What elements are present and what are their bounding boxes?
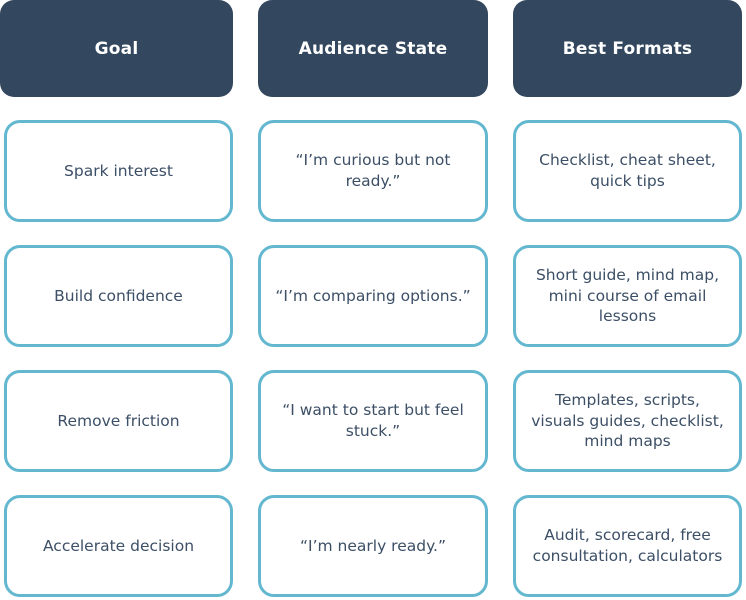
column-header-audience-state: Audience State	[258, 0, 488, 97]
column-header-goal-label: Goal	[94, 38, 139, 59]
cell-best-formats: Short guide, mind map, mini course of em…	[513, 245, 742, 347]
column-header-goal: Goal	[0, 0, 233, 97]
cell-best-formats: Audit, scorecard, free consultation, cal…	[513, 495, 742, 597]
cell-goal-text: Spark interest	[64, 161, 173, 180]
cell-best-formats: Checklist, cheat sheet, quick tips	[513, 120, 742, 222]
cell-goal-text: Remove friction	[57, 411, 180, 430]
cell-audience-state-text: “I’m curious but not ready.”	[295, 151, 451, 190]
cell-audience-state-text: “I’m nearly ready.”	[299, 536, 447, 555]
cell-best-formats-text: Templates, scripts, visuals guides, chec…	[531, 390, 724, 451]
cell-audience-state: “I’m nearly ready.”	[258, 495, 488, 597]
cell-goal: Build confidence	[4, 245, 233, 347]
cell-goal-text: Accelerate decision	[42, 536, 195, 555]
table-row: Accelerate decision “I’m nearly ready.” …	[0, 495, 746, 597]
cell-goal-text: Build confidence	[54, 286, 183, 305]
column-header-best-formats: Best Formats	[513, 0, 742, 97]
table-row: Remove friction “I want to start but fee…	[0, 370, 746, 472]
cell-audience-state-text: “I want to start but feel stuck.”	[282, 401, 464, 440]
cell-goal: Spark interest	[4, 120, 233, 222]
cell-best-formats-text: Audit, scorecard, free consultation, cal…	[532, 526, 723, 565]
cell-audience-state: “I’m curious but not ready.”	[258, 120, 488, 222]
cell-best-formats-text: Short guide, mind map, mini course of em…	[535, 265, 720, 326]
cell-audience-state-text: “I’m comparing options.”	[275, 286, 471, 305]
table-row: Spark interest “I’m curious but not read…	[0, 120, 746, 222]
column-header-audience-state-label: Audience State	[298, 38, 448, 59]
column-header-best-formats-label: Best Formats	[562, 38, 693, 59]
cell-goal: Accelerate decision	[4, 495, 233, 597]
cell-best-formats-text: Checklist, cheat sheet, quick tips	[539, 151, 716, 190]
cell-best-formats: Templates, scripts, visuals guides, chec…	[513, 370, 742, 472]
cell-goal: Remove friction	[4, 370, 233, 472]
cell-audience-state: “I’m comparing options.”	[258, 245, 488, 347]
cell-audience-state: “I want to start but feel stuck.”	[258, 370, 488, 472]
table-row: Build confidence “I’m comparing options.…	[0, 245, 746, 347]
table-header-row: Goal Audience State Best Formats	[0, 0, 746, 97]
